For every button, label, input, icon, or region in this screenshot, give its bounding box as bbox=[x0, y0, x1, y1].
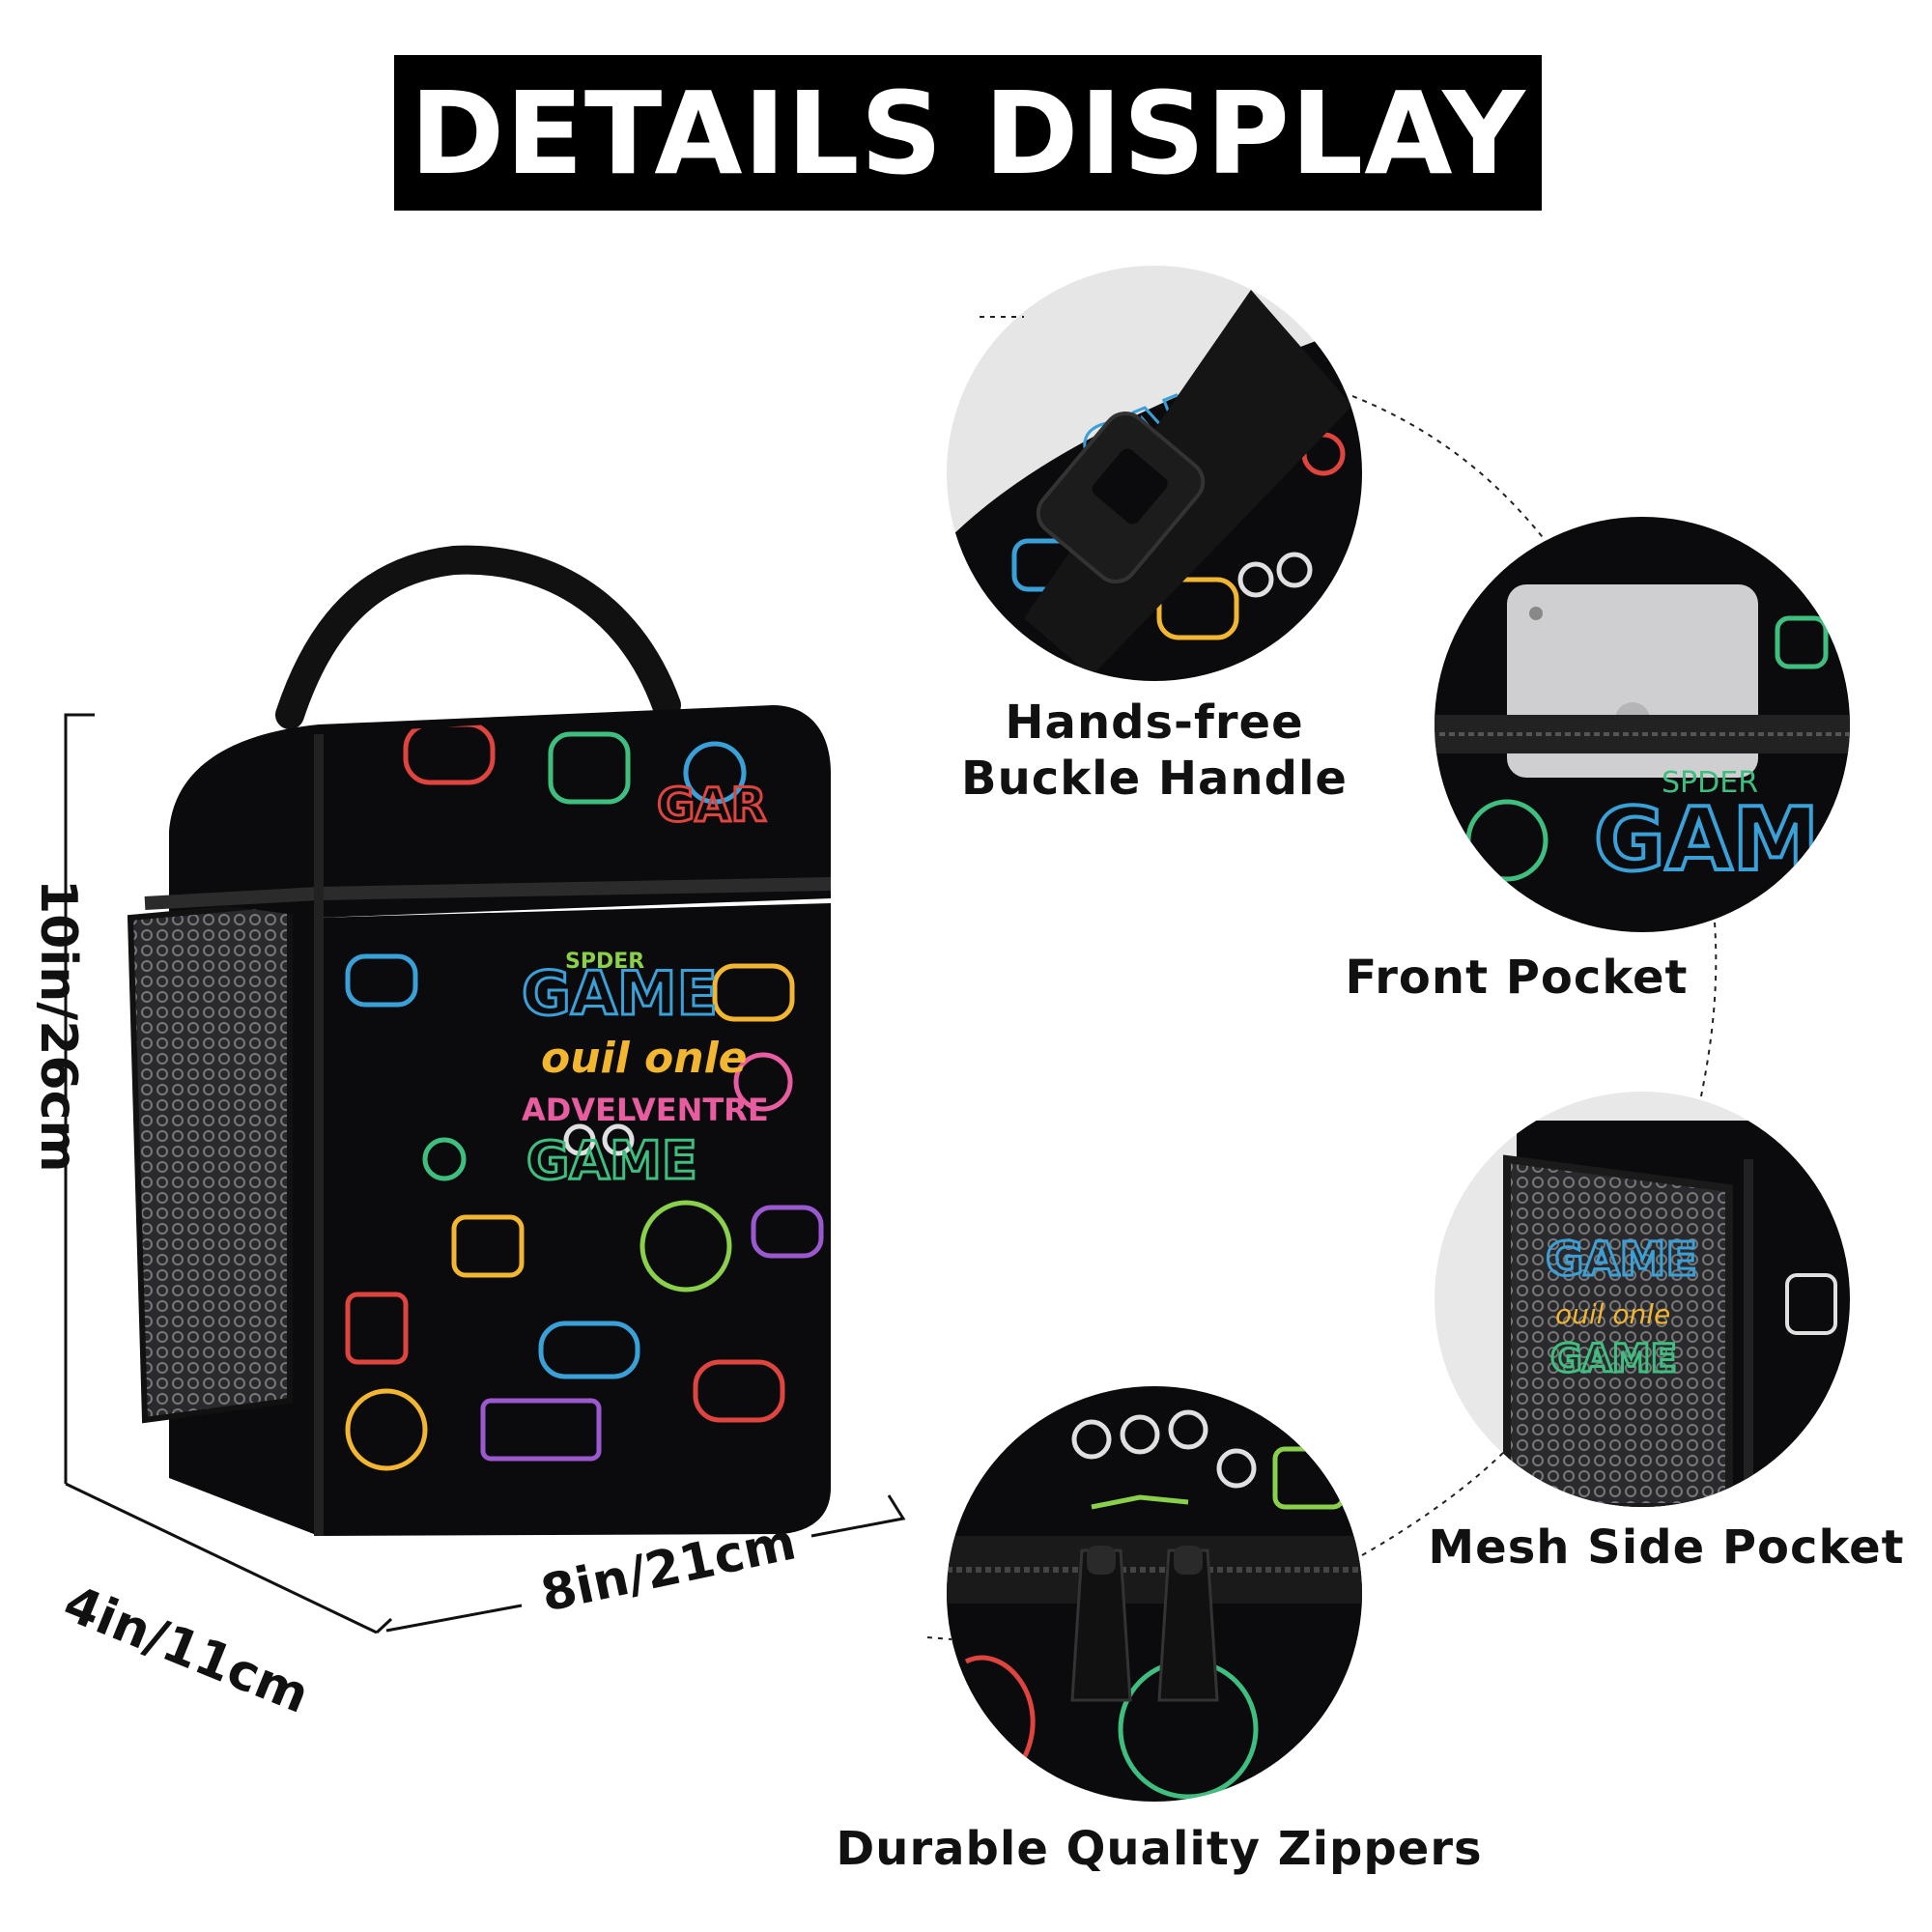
caption-zippers: Durable Quality Zippers bbox=[831, 1822, 1488, 1878]
caption-mesh-side-pocket-text: Mesh Side Pocket bbox=[1428, 1520, 1905, 1575]
width-dimension-line bbox=[385, 1604, 523, 1633]
svg-text:GAME: GAME bbox=[1550, 1337, 1677, 1381]
svg-text:GAM: GAM bbox=[1594, 789, 1819, 891]
dashed-connectors bbox=[926, 316, 1718, 1640]
caption-buckle-handle: Hands-free Buckle Handle bbox=[927, 696, 1381, 807]
detail-mesh-pocket: GAME ouil onle GAME bbox=[1435, 1092, 1850, 1507]
bag-front-panel bbox=[319, 903, 831, 1536]
caption-front-pocket-text: Front Pocket bbox=[1345, 951, 1689, 1005]
buckle-icon bbox=[1036, 411, 1206, 584]
detail-zippers bbox=[947, 1386, 1362, 1802]
print-word-spder: SPDER bbox=[565, 950, 644, 974]
print-word-ouil: ouil onle bbox=[541, 1034, 748, 1083]
caption-buckle-line1: Hands-free bbox=[1005, 696, 1304, 750]
caption-mesh-side-pocket: Mesh Side Pocket bbox=[1420, 1520, 1913, 1577]
page-title: DETAILS DISPLAY bbox=[410, 66, 1526, 200]
bag-lid bbox=[169, 705, 831, 918]
caption-front-pocket: Front Pocket bbox=[1323, 951, 1710, 1007]
print-word-adventre: ADVELVENTRE bbox=[522, 1092, 769, 1128]
bag-print-text: GAME GAR SPDER ouil onle ADVELVENTRE GAM… bbox=[521, 778, 769, 1193]
dimension-height-text: 10in/26cm bbox=[29, 879, 87, 1173]
zipper-pull-icon bbox=[1070, 1546, 1219, 1702]
dimension-height-label: 10in/26cm bbox=[29, 879, 87, 1173]
svg-text:GAME: GAME bbox=[1546, 1233, 1697, 1287]
title-banner: DETAILS DISPLAY bbox=[394, 55, 1542, 211]
print-word-gar: GAR bbox=[657, 779, 767, 833]
detail-front-pocket: GAM SPDER bbox=[1435, 517, 1850, 932]
detail-buckle-handle: GAME bbox=[947, 266, 1362, 681]
print-word-game-bottom: GAME bbox=[526, 1130, 697, 1191]
lunch-bag-illustration: GAME GAR SPDER ouil onle ADVELVENTRE GAM… bbox=[127, 545, 832, 1536]
caption-zippers-text: Durable Quality Zippers bbox=[836, 1822, 1483, 1876]
bag-handle bbox=[275, 545, 681, 729]
bag-mesh-pocket bbox=[127, 899, 293, 1424]
svg-text:SPDER: SPDER bbox=[1662, 766, 1758, 800]
height-dimension-line bbox=[64, 713, 95, 1484]
print-word-game-top: GAME bbox=[522, 958, 718, 1029]
dimension-lines bbox=[64, 713, 906, 1634]
caption-buckle-line2: Buckle Handle bbox=[961, 751, 1348, 806]
svg-text:ouil onle: ouil onle bbox=[1555, 1298, 1670, 1330]
